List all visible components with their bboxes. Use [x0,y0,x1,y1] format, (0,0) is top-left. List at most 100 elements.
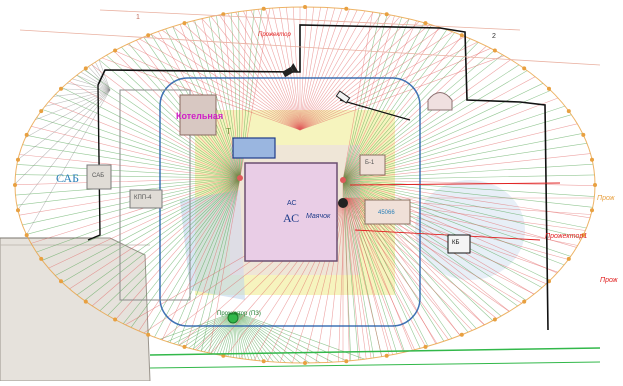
ellipse-marker-dot [344,6,349,11]
view-ray [342,153,591,181]
view-ray [299,27,442,131]
view-ray [92,177,241,307]
prozhektor-right-label: Прожектор1 [545,233,588,240]
view-ray [342,179,405,353]
ellipse-marker-dot [146,332,151,337]
view-ray [192,20,301,131]
ellipse-marker-dot [16,157,20,162]
view-ray [88,66,111,91]
ellipse-marker-dot [59,86,63,91]
view-ray [342,163,594,181]
ellipse-marker-dot [39,109,44,114]
view-ray [299,11,374,131]
view-ray [26,89,111,235]
view-ray [243,10,301,131]
view-ray [48,101,241,179]
ellipse-marker-dot [593,183,597,187]
kpp-label: КПП-4 [134,195,152,201]
view-ray [342,179,595,197]
view-ray [26,135,241,179]
view-ray [177,177,241,346]
view-ray [344,197,361,360]
view-ray [299,7,336,131]
ellipse-marker-dot [83,299,88,304]
view-ray [342,179,582,239]
view-ray [257,9,301,131]
tank-label: 45066 [378,210,395,216]
view-ray [210,16,301,131]
blok-label: Б-1 [365,160,375,166]
view-ray [250,9,301,131]
ellipse-marker-dot [113,317,118,322]
view-ray [338,197,346,362]
view-ray [22,144,241,179]
view-ray [234,311,321,364]
view-ray [15,174,241,179]
view-ray [17,89,111,160]
view-ray [42,109,241,179]
view-ray [83,69,241,179]
view-ray [154,177,241,338]
view-ray [15,177,241,196]
view-ray [299,7,314,131]
view-ray [188,311,236,349]
kpp-building [129,189,163,209]
view-ray [342,174,595,181]
ellipse-marker-dot [522,66,527,71]
view-ray [234,311,310,364]
ellipse-marker-dot [492,317,497,322]
ellipse-marker-dot [581,132,586,137]
ellipse-marker-dot [182,21,187,26]
view-ray [342,22,425,181]
view-ray [299,41,478,131]
ac-small-label: АС [287,200,297,207]
ellipse-marker-dot [344,359,349,364]
view-ray [167,311,236,342]
ellipse-marker-dot [384,12,389,17]
ellipse-marker-dot [24,132,29,137]
view-ray [91,64,241,179]
view-ray [299,55,505,131]
view-ray [344,197,383,357]
view-ray [272,8,301,131]
view-ray [114,50,301,131]
view-ray [76,74,111,91]
view-ray [342,12,381,181]
view-ray [62,177,241,283]
view-ray [98,59,111,91]
ellipse-marker-dots [13,5,597,365]
ellipse-marker-dot [566,256,571,261]
right-building [447,234,471,254]
view-ray [342,17,403,181]
ellipse-marker-dot [59,279,63,284]
view-ray [299,36,466,131]
ellipse-marker-dot [522,299,527,304]
view-ray [31,177,241,244]
view-ray [342,18,410,181]
view-ray [99,177,241,312]
view-ray [344,197,393,355]
ellipse-marker-dot [24,233,29,238]
view-ray [113,50,241,179]
kb-label: КБ [452,240,460,246]
view-ray [193,177,241,350]
view-ray [234,311,293,364]
view-ray [14,89,111,185]
view-ray [185,177,241,348]
view-ray [115,177,241,320]
view-ray [31,126,241,179]
view-ray [342,179,571,257]
ellipse-marker-dot [423,21,428,26]
view-ray [342,20,417,181]
view-ray [234,311,333,363]
ellipse-marker-dot [547,86,551,91]
small-building [359,154,386,176]
view-ray [342,179,550,281]
ellipse-marker-dot [261,6,266,11]
view-ray [173,311,236,344]
prozhektor-top-label: Прожектор [258,32,291,38]
view-ray [292,7,301,131]
view-ray [208,177,241,354]
lamp-icon [227,175,348,324]
view-ray [299,48,491,131]
